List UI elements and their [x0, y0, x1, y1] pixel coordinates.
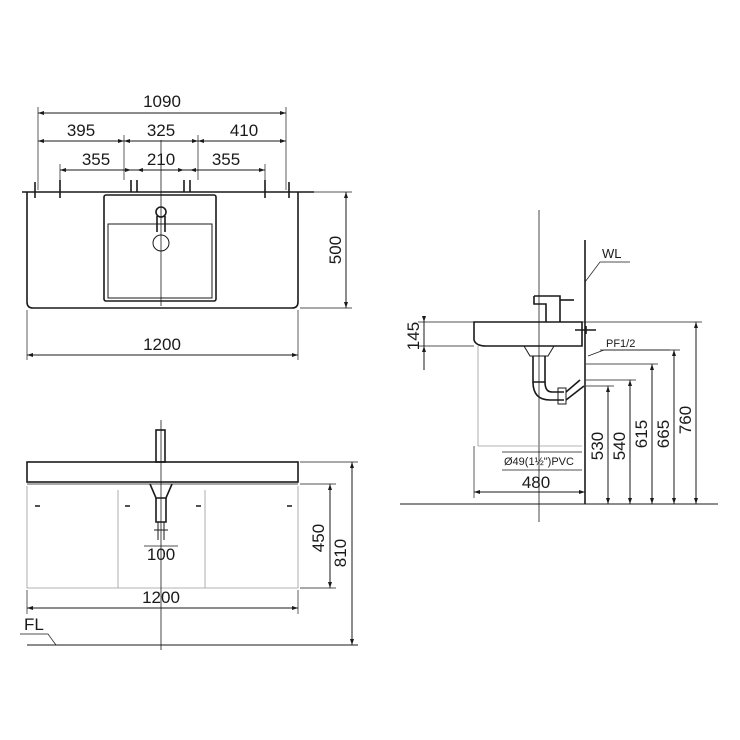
side-view-counter — [473, 321, 583, 347]
dim-text-1200-front: 1200 — [142, 588, 180, 607]
floor-label-leader — [20, 633, 57, 646]
wl-label: WL — [602, 246, 622, 261]
top-view-mount-pins — [34, 180, 290, 198]
dim-text-145: 145 — [404, 322, 423, 350]
wl-leader — [584, 261, 630, 283]
dim-text-665: 665 — [654, 420, 673, 448]
side-view-faucet — [533, 295, 561, 322]
dim-text-325: 325 — [147, 121, 175, 140]
top-view-faucet-spout — [156, 216, 166, 232]
side-view-trap — [532, 381, 564, 401]
side-view-supply-valve — [575, 326, 596, 334]
side-view: WL PF1/2 Ø49(1½")PVC 145 480 530 540 615 — [400, 210, 718, 522]
side-view-drain-pipe — [532, 356, 546, 383]
side-view-outlet — [565, 379, 585, 401]
dim-text-530: 530 — [588, 432, 607, 460]
floor-label: FL — [24, 615, 44, 634]
top-view-tap-holes — [130, 180, 191, 192]
pipe-label: Ø49(1½")PVC — [504, 456, 574, 468]
side-view-cabinet — [477, 346, 582, 447]
dim-text-500: 500 — [326, 236, 345, 264]
dim-text-410: 410 — [230, 121, 258, 140]
side-view-drain — [523, 345, 555, 357]
dim-text-615: 615 — [632, 420, 651, 448]
front-view-counter — [26, 461, 299, 483]
dim-text-450: 450 — [309, 524, 328, 552]
dim-text-210: 210 — [147, 150, 175, 169]
front-view: 100 450 810 1200 FL — [20, 420, 358, 650]
dim-text-480: 480 — [522, 473, 550, 492]
side-view-trap-nut — [557, 387, 567, 405]
top-view-counter-outline — [26, 192, 299, 309]
dim-text-355-left: 355 — [82, 150, 110, 169]
dim-text-1200-top: 1200 — [143, 335, 181, 354]
dim-text-1090: 1090 — [143, 92, 181, 111]
dim-text-810: 810 — [331, 539, 350, 567]
pf-label: PF1/2 — [606, 338, 635, 350]
top-view-basin-inner — [107, 223, 213, 299]
pf-leader — [587, 349, 670, 357]
dim-text-355-right: 355 — [212, 150, 240, 169]
dim-text-760: 760 — [676, 406, 695, 434]
dim-text-100: 100 — [147, 545, 175, 564]
dim-text-395: 395 — [67, 121, 95, 140]
top-view: 1090 395 325 410 355 210 355 500 1200 — [22, 92, 352, 360]
top-view-basin-outer — [103, 194, 217, 302]
dim-text-540: 540 — [610, 432, 629, 460]
front-view-cabinet-outline — [26, 486, 299, 589]
front-view-faucet — [155, 429, 166, 463]
